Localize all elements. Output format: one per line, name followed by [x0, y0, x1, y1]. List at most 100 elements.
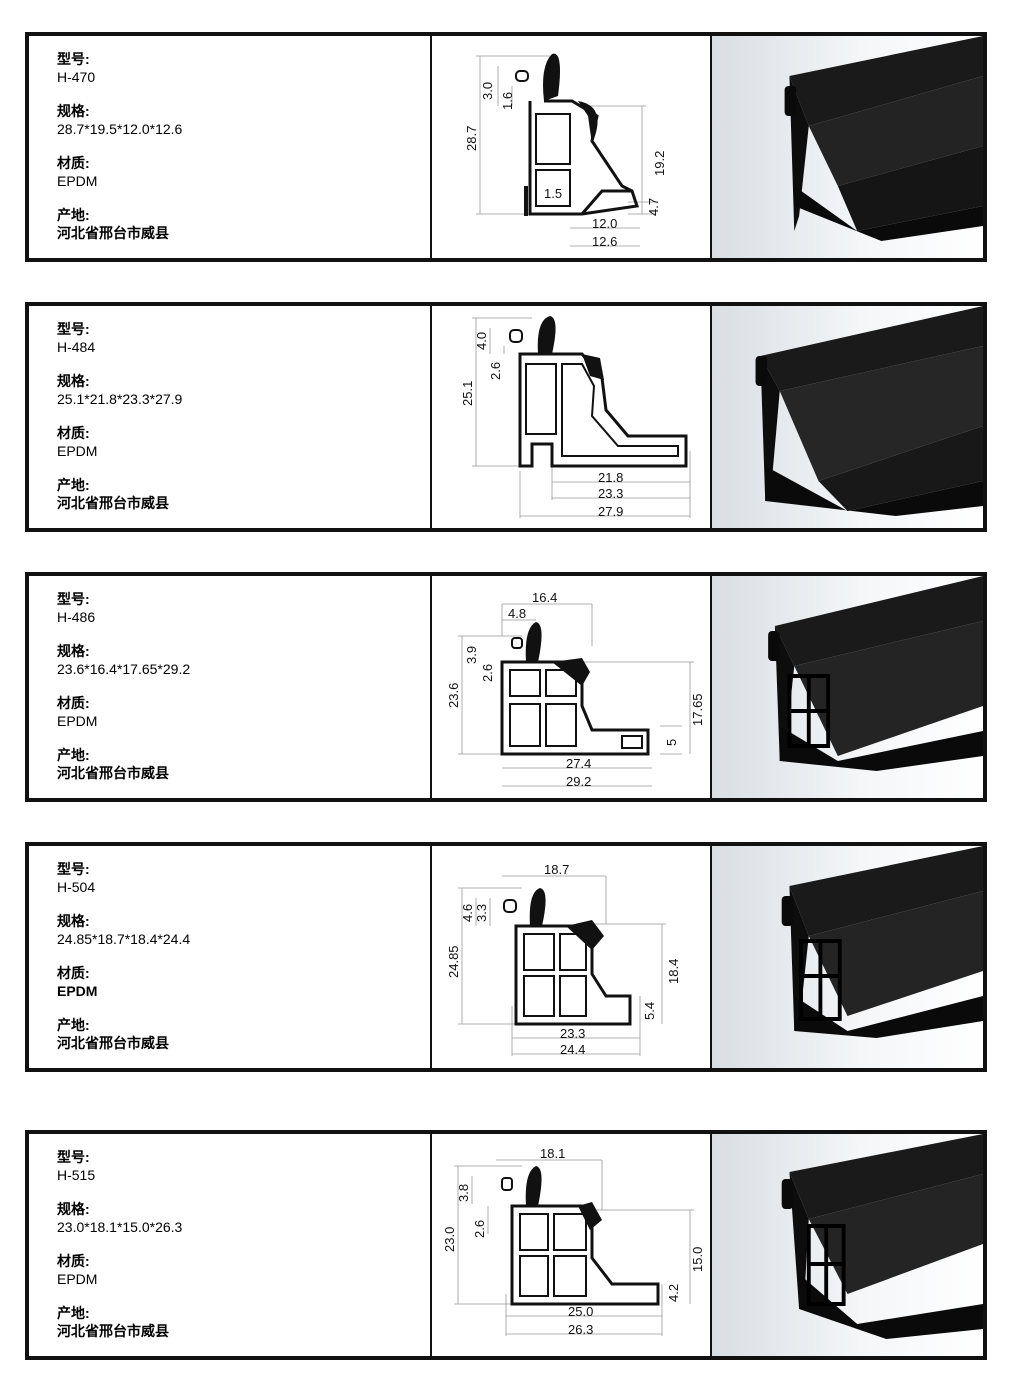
origin-value: 河北省邢台市威县: [57, 1035, 169, 1051]
dim-label: 4.7: [646, 198, 661, 216]
profile-render: [712, 36, 983, 258]
spec-label: 规格:: [57, 1201, 90, 1217]
material-label: 材质:: [57, 695, 90, 711]
material-value: EPDM: [57, 173, 98, 189]
model-label: 型号:: [57, 1149, 90, 1165]
model-label: 型号:: [57, 591, 90, 607]
product-card-h515: 型号: H-515 规格: 23.0*18.1*15.0*26.3 材质: EP…: [25, 1130, 987, 1360]
origin-label: 产地:: [57, 1017, 90, 1033]
product-info: 型号: H-470 规格: 28.7*19.5*12.0*12.6 材质: EP…: [29, 36, 432, 258]
dim-label: 2.6: [480, 664, 495, 682]
dim-label: 29.2: [566, 774, 591, 789]
dim-label: 27.4: [566, 756, 591, 771]
profile-drawing-svg: 3.0 1.6 28.7 19.2 1.5 4.7 12.0 12.6: [464, 53, 667, 249]
product-info: 型号: H-484 规格: 25.1*21.8*23.3*27.9 材质: EP…: [29, 306, 432, 528]
origin-value: 河北省邢台市威县: [57, 495, 169, 511]
material-value: EPDM: [57, 443, 98, 459]
dim-label: 18.1: [540, 1146, 565, 1161]
model-label: 型号:: [57, 321, 90, 337]
dim-label: 27.9: [598, 504, 623, 519]
product-card-h484: 型号: H-484 规格: 25.1*21.8*23.3*27.9 材质: EP…: [25, 302, 987, 532]
profile-drawing-svg: 4.0 2.6 25.1 21.8 23.3 27.9: [460, 316, 691, 519]
dim-label: 23.6: [446, 683, 461, 708]
profile-drawing: 18.7 4.6 3.3 24.85 18.4 5.4 23.3 24.4: [432, 846, 712, 1068]
material-value: EPDM: [57, 983, 98, 999]
spec-value: 23.6*16.4*17.65*29.2: [57, 661, 191, 677]
dim-label: 2.6: [488, 362, 503, 380]
profile-drawing: 4.0 2.6 25.1 21.8 23.3 27.9: [432, 306, 712, 528]
dim-label: 3.3: [474, 904, 489, 922]
spec-value: 28.7*19.5*12.0*12.6: [57, 121, 183, 137]
profile-drawing: 18.1 3.8 2.6 23.0 15.0 4.2 25.0 26.3: [432, 1134, 712, 1356]
spec-value: 25.1*21.8*23.3*27.9: [57, 391, 183, 407]
profile-drawing-svg: 18.1 3.8 2.6 23.0 15.0 4.2 25.0 26.3: [442, 1146, 705, 1337]
profile-drawing-svg: 18.7 4.6 3.3 24.85 18.4 5.4 23.3 24.4: [446, 862, 681, 1057]
model-value: H-470: [57, 69, 96, 85]
origin-label: 产地:: [57, 207, 90, 223]
spec-value: 24.85*18.7*18.4*24.4: [57, 931, 191, 947]
dim-label: 23.3: [598, 486, 623, 501]
model-value: H-515: [57, 1167, 96, 1183]
spec-label: 规格:: [57, 913, 90, 929]
dim-label: 12.6: [592, 234, 617, 249]
dim-label: 19.2: [652, 151, 667, 176]
dim-label: 2.6: [472, 1220, 487, 1238]
dim-label: 5: [664, 739, 679, 746]
material-label: 材质:: [57, 155, 90, 171]
dim-label: 18.4: [666, 959, 681, 984]
spec-value: 23.0*18.1*15.0*26.3: [57, 1219, 183, 1235]
dim-label: 4.2: [666, 1284, 681, 1302]
origin-value: 河北省邢台市威县: [57, 765, 169, 781]
dim-label: 18.7: [544, 862, 569, 877]
material-label: 材质:: [57, 1253, 90, 1269]
dim-label: 23.0: [442, 1227, 457, 1252]
dim-label: 3.9: [464, 646, 479, 664]
dim-label: 28.7: [464, 126, 479, 151]
dim-label: 25.1: [460, 381, 475, 406]
profile-render: [712, 846, 983, 1068]
origin-label: 产地:: [57, 747, 90, 763]
spec-label: 规格:: [57, 643, 90, 659]
profile-drawing: 3.0 1.6 28.7 19.2 1.5 4.7 12.0 12.6: [432, 36, 712, 258]
dim-label: 24.85: [446, 945, 461, 978]
dim-label: 4.8: [508, 606, 526, 621]
profile-render: [712, 1134, 983, 1356]
spec-label: 规格:: [57, 103, 90, 119]
product-card-h486: 型号: H-486 规格: 23.6*16.4*17.65*29.2 材质: E…: [25, 572, 987, 802]
dim-label: 4.6: [460, 904, 475, 922]
dim-label: 16.4: [532, 590, 557, 605]
profile-render: [712, 306, 983, 528]
profile-render-svg: [784, 36, 983, 241]
dim-label: 4.0: [474, 332, 489, 350]
dim-label: 1.5: [544, 186, 562, 201]
material-label: 材质:: [57, 965, 90, 981]
material-value: EPDM: [57, 1271, 98, 1287]
model-value: H-504: [57, 879, 96, 895]
origin-label: 产地:: [57, 477, 90, 493]
dim-label: 12.0: [592, 216, 617, 231]
profile-render-svg: [781, 1134, 983, 1339]
origin-label: 产地:: [57, 1305, 90, 1321]
product-card-h504: 型号: H-504 规格: 24.85*18.7*18.4*24.4 材质: E…: [25, 842, 987, 1072]
model-label: 型号:: [57, 51, 90, 67]
dim-label: 25.0: [568, 1304, 593, 1319]
profile-drawing: 16.4 4.8 3.9 2.6 23.6 17.65 5 27.4 29.2: [432, 576, 712, 798]
dim-label: 1.6: [500, 92, 515, 110]
product-info: 型号: H-515 规格: 23.0*18.1*15.0*26.3 材质: EP…: [29, 1134, 432, 1356]
origin-value: 河北省邢台市威县: [57, 1323, 169, 1339]
dim-label: 26.3: [568, 1322, 593, 1337]
material-value: EPDM: [57, 713, 98, 729]
profile-render-svg: [781, 846, 983, 1038]
model-label: 型号:: [57, 861, 90, 877]
origin-value: 河北省邢台市威县: [57, 225, 169, 241]
model-value: H-486: [57, 609, 96, 625]
profile-drawing-svg: 16.4 4.8 3.9 2.6 23.6 17.65 5 27.4 29.2: [446, 590, 705, 789]
dim-label: 5.4: [642, 1002, 657, 1020]
spec-label: 规格:: [57, 373, 90, 389]
model-value: H-484: [57, 339, 96, 355]
dim-label: 21.8: [598, 470, 623, 485]
profile-render: [712, 576, 983, 798]
dim-label: 3.8: [456, 1184, 471, 1202]
dim-label: 17.65: [690, 693, 705, 726]
dim-label: 24.4: [560, 1042, 585, 1057]
